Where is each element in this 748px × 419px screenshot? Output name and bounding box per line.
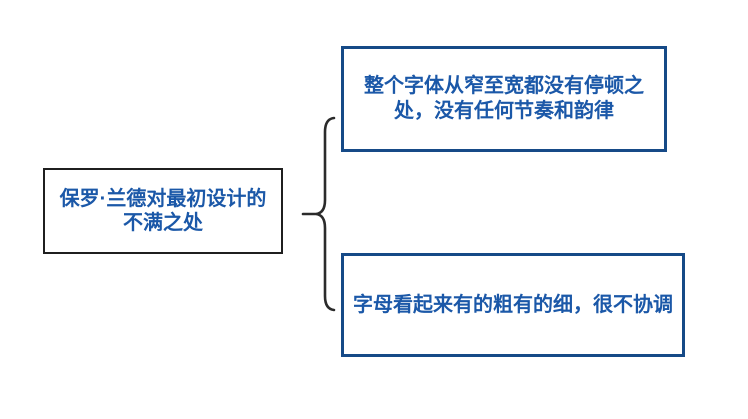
root-topic-line-2: 不满之处: [123, 212, 203, 234]
root-topic-box: 保罗·兰德对最初设计的 不满之处: [43, 168, 283, 254]
branch-topic-box-2: 字母看起来有的粗有的细，很不协调: [341, 253, 685, 357]
curly-brace-connector: [301, 116, 336, 312]
branch-topic-box-1: 整个字体从窄至宽都没有停顿之 处，没有任何节奏和韵律: [341, 46, 667, 152]
branch-1-line-1: 整个字体从窄至宽都没有停顿之: [364, 75, 644, 97]
branch-1-line-2: 处，没有任何节奏和韵律: [394, 100, 614, 122]
branch-2-line-1: 字母看起来有的粗有的细，很不协调: [353, 294, 673, 316]
root-topic-line-1: 保罗·兰德对最初设计的: [59, 188, 267, 210]
curly-brace-path: [301, 116, 336, 312]
